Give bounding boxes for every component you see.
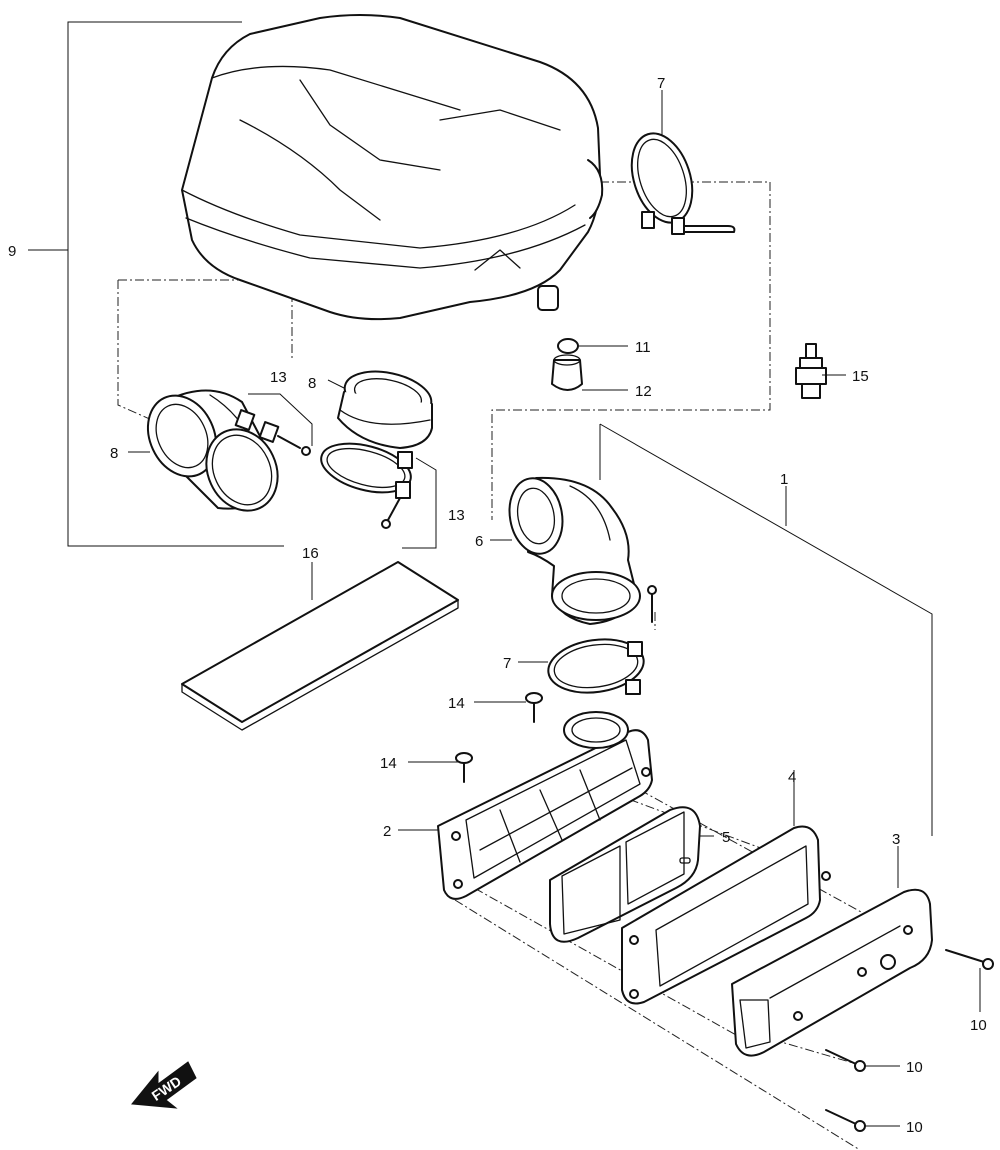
callout-6: 6 [475, 533, 483, 550]
drain-clip [557, 338, 579, 354]
screw-lower [455, 752, 473, 783]
air-cleaner-housing [181, 14, 604, 321]
intake-tube-right [337, 370, 433, 449]
filter-element [621, 825, 831, 1005]
callout-14-upper: 14 [448, 695, 465, 712]
band-clamp-lower [547, 585, 657, 695]
screw-upper [525, 692, 543, 723]
leader-lines [128, 90, 981, 1127]
callout-13-left: 13 [270, 369, 287, 386]
band-clamp-top [630, 132, 736, 235]
callout-7-lower: 7 [503, 655, 511, 672]
callout-13-right: 13 [448, 507, 465, 524]
foam-filter-pad [181, 561, 459, 731]
long-screw-middle [825, 1049, 866, 1072]
callout-8-right: 8 [308, 375, 316, 392]
callout-16: 16 [302, 545, 319, 562]
callout-1: 1 [780, 471, 788, 488]
bracket-assembly-9 [28, 21, 284, 547]
forward-direction-badge: FWD [131, 1061, 197, 1109]
callout-3: 3 [892, 831, 900, 848]
callout-5: 5 [722, 829, 730, 846]
callout-11: 11 [635, 339, 651, 356]
callout-9: 9 [8, 243, 16, 260]
callout-4: 4 [788, 769, 796, 786]
elbow-connecting-tube [508, 476, 641, 625]
long-screw-bottom [825, 1109, 866, 1132]
filter-screen [549, 806, 701, 943]
callout-10-middle: 10 [906, 1059, 923, 1076]
callout-14-lower: 14 [380, 755, 397, 772]
cleaner-cap [731, 888, 933, 1057]
bracket-assembly-1 [599, 423, 933, 836]
sensor [795, 343, 827, 399]
hose-clamp-right [320, 442, 437, 549]
callout-15: 15 [852, 368, 869, 385]
long-screw-right [945, 949, 994, 970]
callout-8-left: 8 [110, 445, 118, 462]
drain-plug [551, 354, 583, 391]
callout-2: 2 [383, 823, 391, 840]
hose-clamp-left [205, 393, 313, 512]
forward-arrow-icon [131, 1061, 197, 1109]
callout-10-right: 10 [970, 1017, 987, 1034]
filter-case [437, 711, 653, 900]
callout-12: 12 [635, 383, 652, 400]
callout-10-bottom: 10 [906, 1119, 923, 1136]
callout-7-top: 7 [657, 75, 665, 92]
